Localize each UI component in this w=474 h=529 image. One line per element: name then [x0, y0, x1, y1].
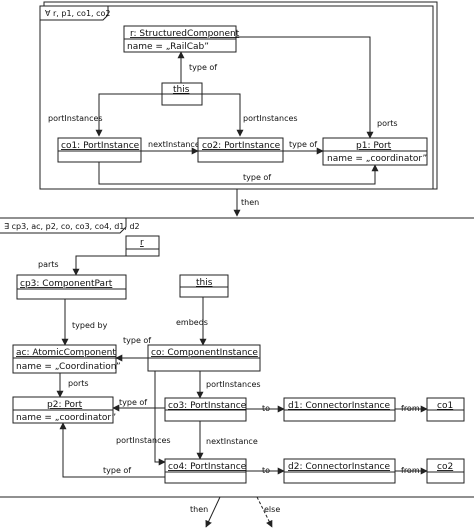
object-attribute: name = „RailCab”	[127, 42, 209, 52]
then-transition: then	[233, 189, 259, 217]
edge-label-to-d1: to	[262, 404, 270, 413]
edge-label-portinstances-co4: portInstances	[116, 436, 171, 445]
object-title: this	[173, 85, 190, 95]
object-title: d2: ConnectorInstance	[288, 462, 390, 472]
edge-label-portinstances-co3: portInstances	[206, 380, 261, 389]
exists-quantifier-label: ∃ cp3, ac, p2, co, co3, co4, d1, d2	[4, 222, 140, 231]
object-title: cp3: ComponentPart	[20, 279, 113, 289]
object-co1-bound[interactable]: co1	[426, 397, 465, 422]
object-p2-port[interactable]: p2: Port name = „coordinator”	[12, 396, 116, 424]
exists-pattern-edges: parts typed by embeds type of ports port…	[38, 255, 428, 478]
edge-label-type-of-co4-p2: type of	[103, 466, 131, 475]
object-p1-port[interactable]: p1: Port name = „coordinator”	[322, 137, 428, 166]
then-label: then	[241, 198, 259, 207]
edge-label-ports: ports	[377, 119, 398, 128]
edge-r-cp3	[72, 255, 126, 276]
object-title: co4: PortInstance	[168, 462, 247, 472]
object-title: co1	[437, 401, 453, 411]
edge-label-portinstances-co2: portInstances	[243, 114, 298, 123]
edge-label-ports: ports	[68, 379, 89, 388]
object-ac-atomiccomponent[interactable]: ac: AtomicComponent name = „Coordination…	[12, 344, 121, 374]
forall-quantifier-label: ∀ r, p1, co1, co2	[45, 9, 111, 18]
edge-label-nextinstance: nextInstance	[148, 140, 200, 149]
edge-label-portinstances-co1: portInstances	[48, 114, 103, 123]
object-title: co2: PortInstance	[202, 141, 281, 151]
object-co4-portinstance[interactable]: co4: PortInstance	[164, 458, 247, 484]
object-attribute: name = „coordinator”	[16, 413, 116, 423]
object-this[interactable]: this	[161, 82, 203, 106]
object-co2-bound[interactable]: co2	[426, 458, 465, 484]
edge-label-type-of-co-ac: type of	[123, 336, 151, 345]
object-attribute: name = „Coordination”	[16, 362, 121, 372]
object-title: co: ComponentInstance	[151, 348, 258, 358]
edge-co-co4	[154, 371, 166, 466]
object-title: this	[196, 278, 213, 288]
object-title: ac: AtomicComponent	[16, 348, 116, 358]
object-attribute: name = „coordinator”	[327, 154, 427, 164]
object-this-bound[interactable]: this	[179, 274, 229, 298]
object-title: d1: ConnectorInstance	[288, 401, 390, 411]
object-title: co2	[437, 462, 453, 472]
edge-co1-p1	[98, 162, 379, 185]
exists-pattern-frame: ∃ cp3, ac, p2, co, co3, co4, d1, d2	[0, 217, 474, 498]
edge-label-parts: parts	[38, 260, 59, 269]
object-co-componentinstance[interactable]: co: ComponentInstance	[147, 344, 261, 372]
object-d2-connectorinstance[interactable]: d2: ConnectorInstance	[283, 458, 396, 484]
object-co2-portinstance[interactable]: co2: PortInstance	[197, 137, 284, 163]
bottom-else-label: else	[264, 505, 280, 514]
object-cp3-componentpart[interactable]: cp3: ComponentPart	[16, 274, 127, 300]
edge-label-embeds: embeds	[176, 318, 208, 327]
object-title: co3: PortInstance	[168, 401, 247, 411]
object-title: co1: PortInstance	[61, 141, 140, 151]
edge-label-to-d2: to	[262, 466, 270, 475]
edge-label-type-of-co2-p1: type of	[289, 140, 317, 149]
object-r-bound[interactable]: r	[125, 235, 160, 257]
edge-label-type-of-co3-p2: type of	[119, 398, 147, 407]
edge-label-from-co1: from	[401, 404, 420, 413]
object-title: r: StructuredComponent	[130, 29, 240, 39]
edge-co4-p2	[59, 422, 165, 478]
edge-label-type-of-this-r: type of	[189, 63, 217, 72]
object-title: p2: Port	[47, 400, 83, 410]
bottom-then-transition: then	[190, 496, 221, 528]
object-co3-portinstance[interactable]: co3: PortInstance	[164, 397, 247, 422]
object-title: p1: Port	[356, 141, 392, 151]
edge-label-typed-by: typed by	[72, 321, 108, 330]
edge-label-from-co2: from	[401, 466, 420, 475]
object-d1-connectorinstance[interactable]: d1: ConnectorInstance	[283, 397, 396, 422]
object-r-structuredcomponent[interactable]: r: StructuredComponent name = „RailCab”	[123, 25, 240, 53]
edge-r-p1	[236, 36, 374, 139]
edge-this-co1	[95, 93, 181, 137]
edge-label-nextinstance: nextInstance	[206, 437, 258, 446]
bottom-then-label: then	[190, 505, 208, 514]
bottom-else-transition: else	[256, 496, 280, 528]
object-title: r	[140, 238, 144, 248]
object-co1-portinstance[interactable]: co1: PortInstance	[57, 137, 142, 163]
edge-label-type-of-co1-p1: type of	[243, 173, 271, 182]
